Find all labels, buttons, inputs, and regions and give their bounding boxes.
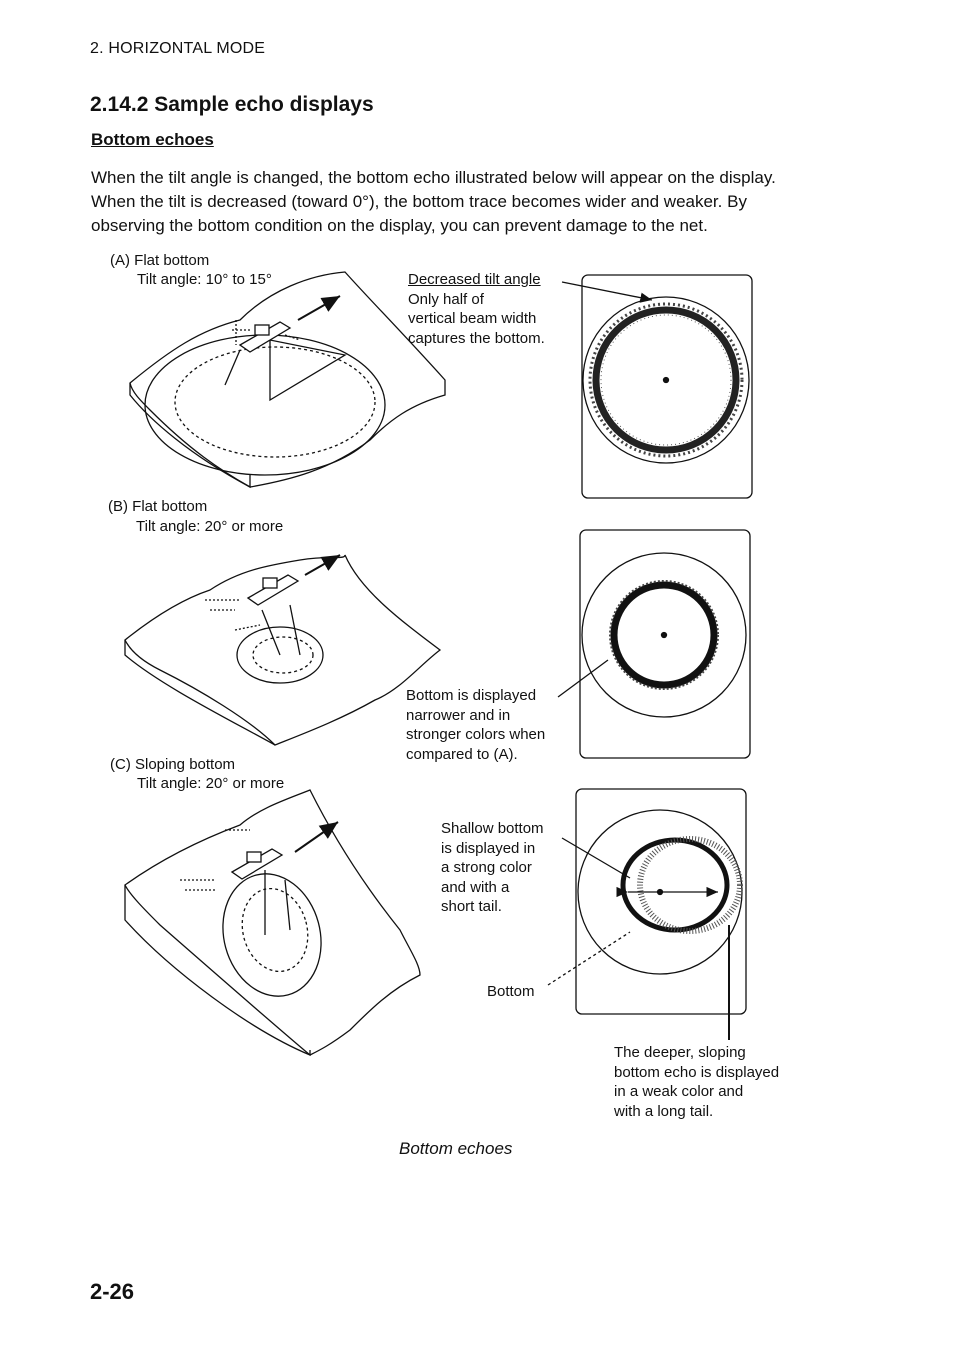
callout-shallow-line: a strong color: [441, 859, 532, 876]
callout-bottom: Bottom: [487, 983, 535, 1000]
boat-c-icon: [180, 821, 339, 891]
callout-deep-line: with a long tail.: [614, 1102, 714, 1120]
tilt-c: Tilt angle: 20° or more: [137, 775, 285, 792]
callout-deep-line: in a weak color and: [614, 1083, 744, 1100]
display-a: [581, 274, 753, 499]
callout-shallow-line: is displayed in: [441, 839, 536, 857]
callout-line-bottom: [547, 931, 631, 986]
sloping-bottom-c-seabed-drawing: [124, 789, 421, 1056]
callout-deep: The deeper, sloping bottom echo is displ…: [614, 1043, 779, 1121]
callout-shallow-line: short tail.: [441, 898, 502, 915]
paragraph-line: observing the bottom condition on the di…: [91, 216, 708, 235]
subheading: Bottom echoes: [91, 130, 214, 149]
callout-line-a: [561, 281, 653, 303]
callout-a-title: Decreased tilt angle: [408, 271, 541, 288]
callout-b-line: stronger colors when: [406, 726, 546, 743]
tilt-b: Tilt angle: 20° or more: [136, 518, 284, 535]
callout-line-b: [557, 659, 609, 698]
body-paragraph: When the tilt angle is changed, the bott…: [91, 166, 851, 238]
label-a: (A) Flat bottom: [110, 252, 210, 269]
boat-b-icon: [205, 554, 341, 631]
callout-a-line: vertical beam width: [408, 310, 537, 327]
callout-b-line: compared to (A).: [406, 745, 518, 763]
label-b: (B) Flat bottom: [108, 498, 208, 515]
callout-b: Bottom is displayed narrower and in stro…: [406, 686, 545, 764]
flat-bottom-b-seabed-drawing: [124, 554, 442, 746]
running-head: 2. HORIZONTAL MODE: [90, 40, 266, 57]
flat-bottom-a-seabed-drawing: [129, 271, 446, 489]
page-number: 2-26: [90, 1279, 135, 1304]
paragraph-line: When the tilt is decreased (toward 0°), …: [91, 192, 747, 211]
callout-deep-line: bottom echo is displayed: [614, 1063, 780, 1081]
callout-shallow-line: and with a: [441, 878, 510, 896]
display-c: [575, 788, 747, 1015]
tilt-a: Tilt angle: 10° to 15°: [137, 271, 272, 288]
paragraph-line: When the tilt angle is changed, the bott…: [91, 168, 776, 187]
section-title: 2.14.2 Sample echo displays: [90, 93, 374, 116]
callout-a-line: Only half of: [408, 290, 484, 308]
callout-a-line: captures the bottom.: [408, 329, 545, 347]
callout-b-line: narrower and in: [406, 706, 511, 724]
callout-b-line: Bottom is displayed: [406, 687, 537, 704]
callout-shallow-line: Shallow bottom: [441, 820, 544, 837]
boat-a-icon: [232, 295, 341, 353]
callout-line-shallow: [561, 837, 631, 879]
display-b: [579, 529, 751, 759]
figure-caption: Bottom echoes: [399, 1139, 513, 1158]
callout-a: Decreased tilt angle Only half of vertic…: [408, 270, 545, 348]
callout-deep-line: The deeper, sloping: [614, 1044, 746, 1061]
label-c: (C) Sloping bottom: [110, 756, 236, 773]
callout-shallow: Shallow bottom is displayed in a strong …: [441, 819, 544, 917]
